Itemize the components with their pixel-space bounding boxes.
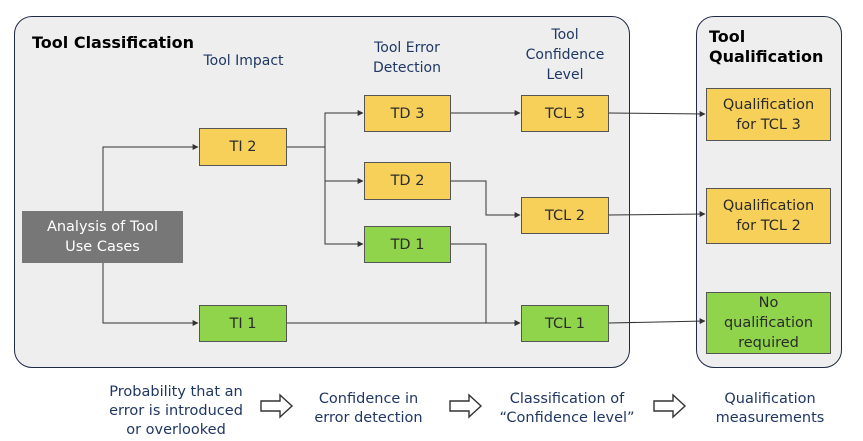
qualification-tcl2-box: Qualification for TCL 2 xyxy=(706,188,831,244)
analysis-line2: Use Cases xyxy=(65,239,140,255)
hollow-arrow-icon xyxy=(449,393,483,419)
q2-line1: Qualification xyxy=(722,198,815,214)
step2-line2: error detection xyxy=(314,410,423,426)
tool-qualification-title-line1: Tool xyxy=(709,27,746,46)
step4-line1: Qualification xyxy=(724,391,816,407)
tcl1-box: TCL 1 xyxy=(521,305,609,342)
tool-qualification-title: Tool Qualification xyxy=(709,27,823,67)
footer-step-classification: Classification of “Confidence level” xyxy=(487,390,647,428)
q3-line1: Qualification xyxy=(722,96,815,113)
hollow-arrow-icon xyxy=(260,393,294,419)
tcl2-box: TCL 2 xyxy=(521,197,609,234)
step3-line1: Classification of xyxy=(509,391,625,407)
step4-line2: measurements xyxy=(715,410,825,426)
tool-qualification-title-line2: Qualification xyxy=(709,47,824,66)
header-confidence-line1: Tool xyxy=(551,27,579,43)
header-tool-error-detection: Tool Error Detection xyxy=(352,38,462,78)
header-tool-impact: Tool Impact xyxy=(203,53,284,69)
q1-line2: qualification xyxy=(723,315,814,331)
header-detection-line1: Tool Error xyxy=(374,40,440,56)
header-detection-line2: Detection xyxy=(372,60,441,76)
td3-box: TD 3 xyxy=(364,95,451,132)
step2-line1: Confidence in xyxy=(318,391,419,407)
footer-step-confidence: Confidence in error detection xyxy=(311,390,426,428)
step1-line3: or overlooked xyxy=(126,422,226,438)
step1-line1: Probability that an xyxy=(109,384,243,400)
td1-box: TD 1 xyxy=(364,226,451,263)
analysis-of-tool-use-cases-box: Analysis of Tool Use Cases xyxy=(22,211,183,263)
q1-line3: required xyxy=(738,335,799,351)
step3-line2: “Confidence level” xyxy=(499,410,635,426)
tcl3-box: TCL 3 xyxy=(521,95,609,132)
header-confidence-line2: Confidence xyxy=(525,47,605,63)
header-confidence-line3: Level xyxy=(546,67,584,83)
no-qualification-required-box: No qualification required xyxy=(706,292,831,354)
footer-step-probability: Probability that an error is introduced … xyxy=(96,383,256,440)
td2-box: TD 2 xyxy=(364,162,451,200)
header-tool-confidence-level: Tool Confidence Level xyxy=(510,25,620,85)
q2-line2: for TCL 2 xyxy=(736,218,801,234)
analysis-line1: Analysis of Tool xyxy=(46,219,159,235)
tool-classification-title: Tool Classification xyxy=(32,33,195,52)
ti1-box: TI 1 xyxy=(199,305,287,342)
q3-line2: for TCL 3 xyxy=(736,116,801,133)
hollow-arrow-icon xyxy=(653,393,687,419)
ti2-box: TI 2 xyxy=(199,128,287,166)
q1-line1: No xyxy=(758,295,779,311)
qualification-tcl3-box: Qualification for TCL 3 xyxy=(706,88,831,141)
step1-line2: error is introduced xyxy=(109,403,243,419)
footer-step-qualification: Qualification measurements xyxy=(700,390,840,428)
